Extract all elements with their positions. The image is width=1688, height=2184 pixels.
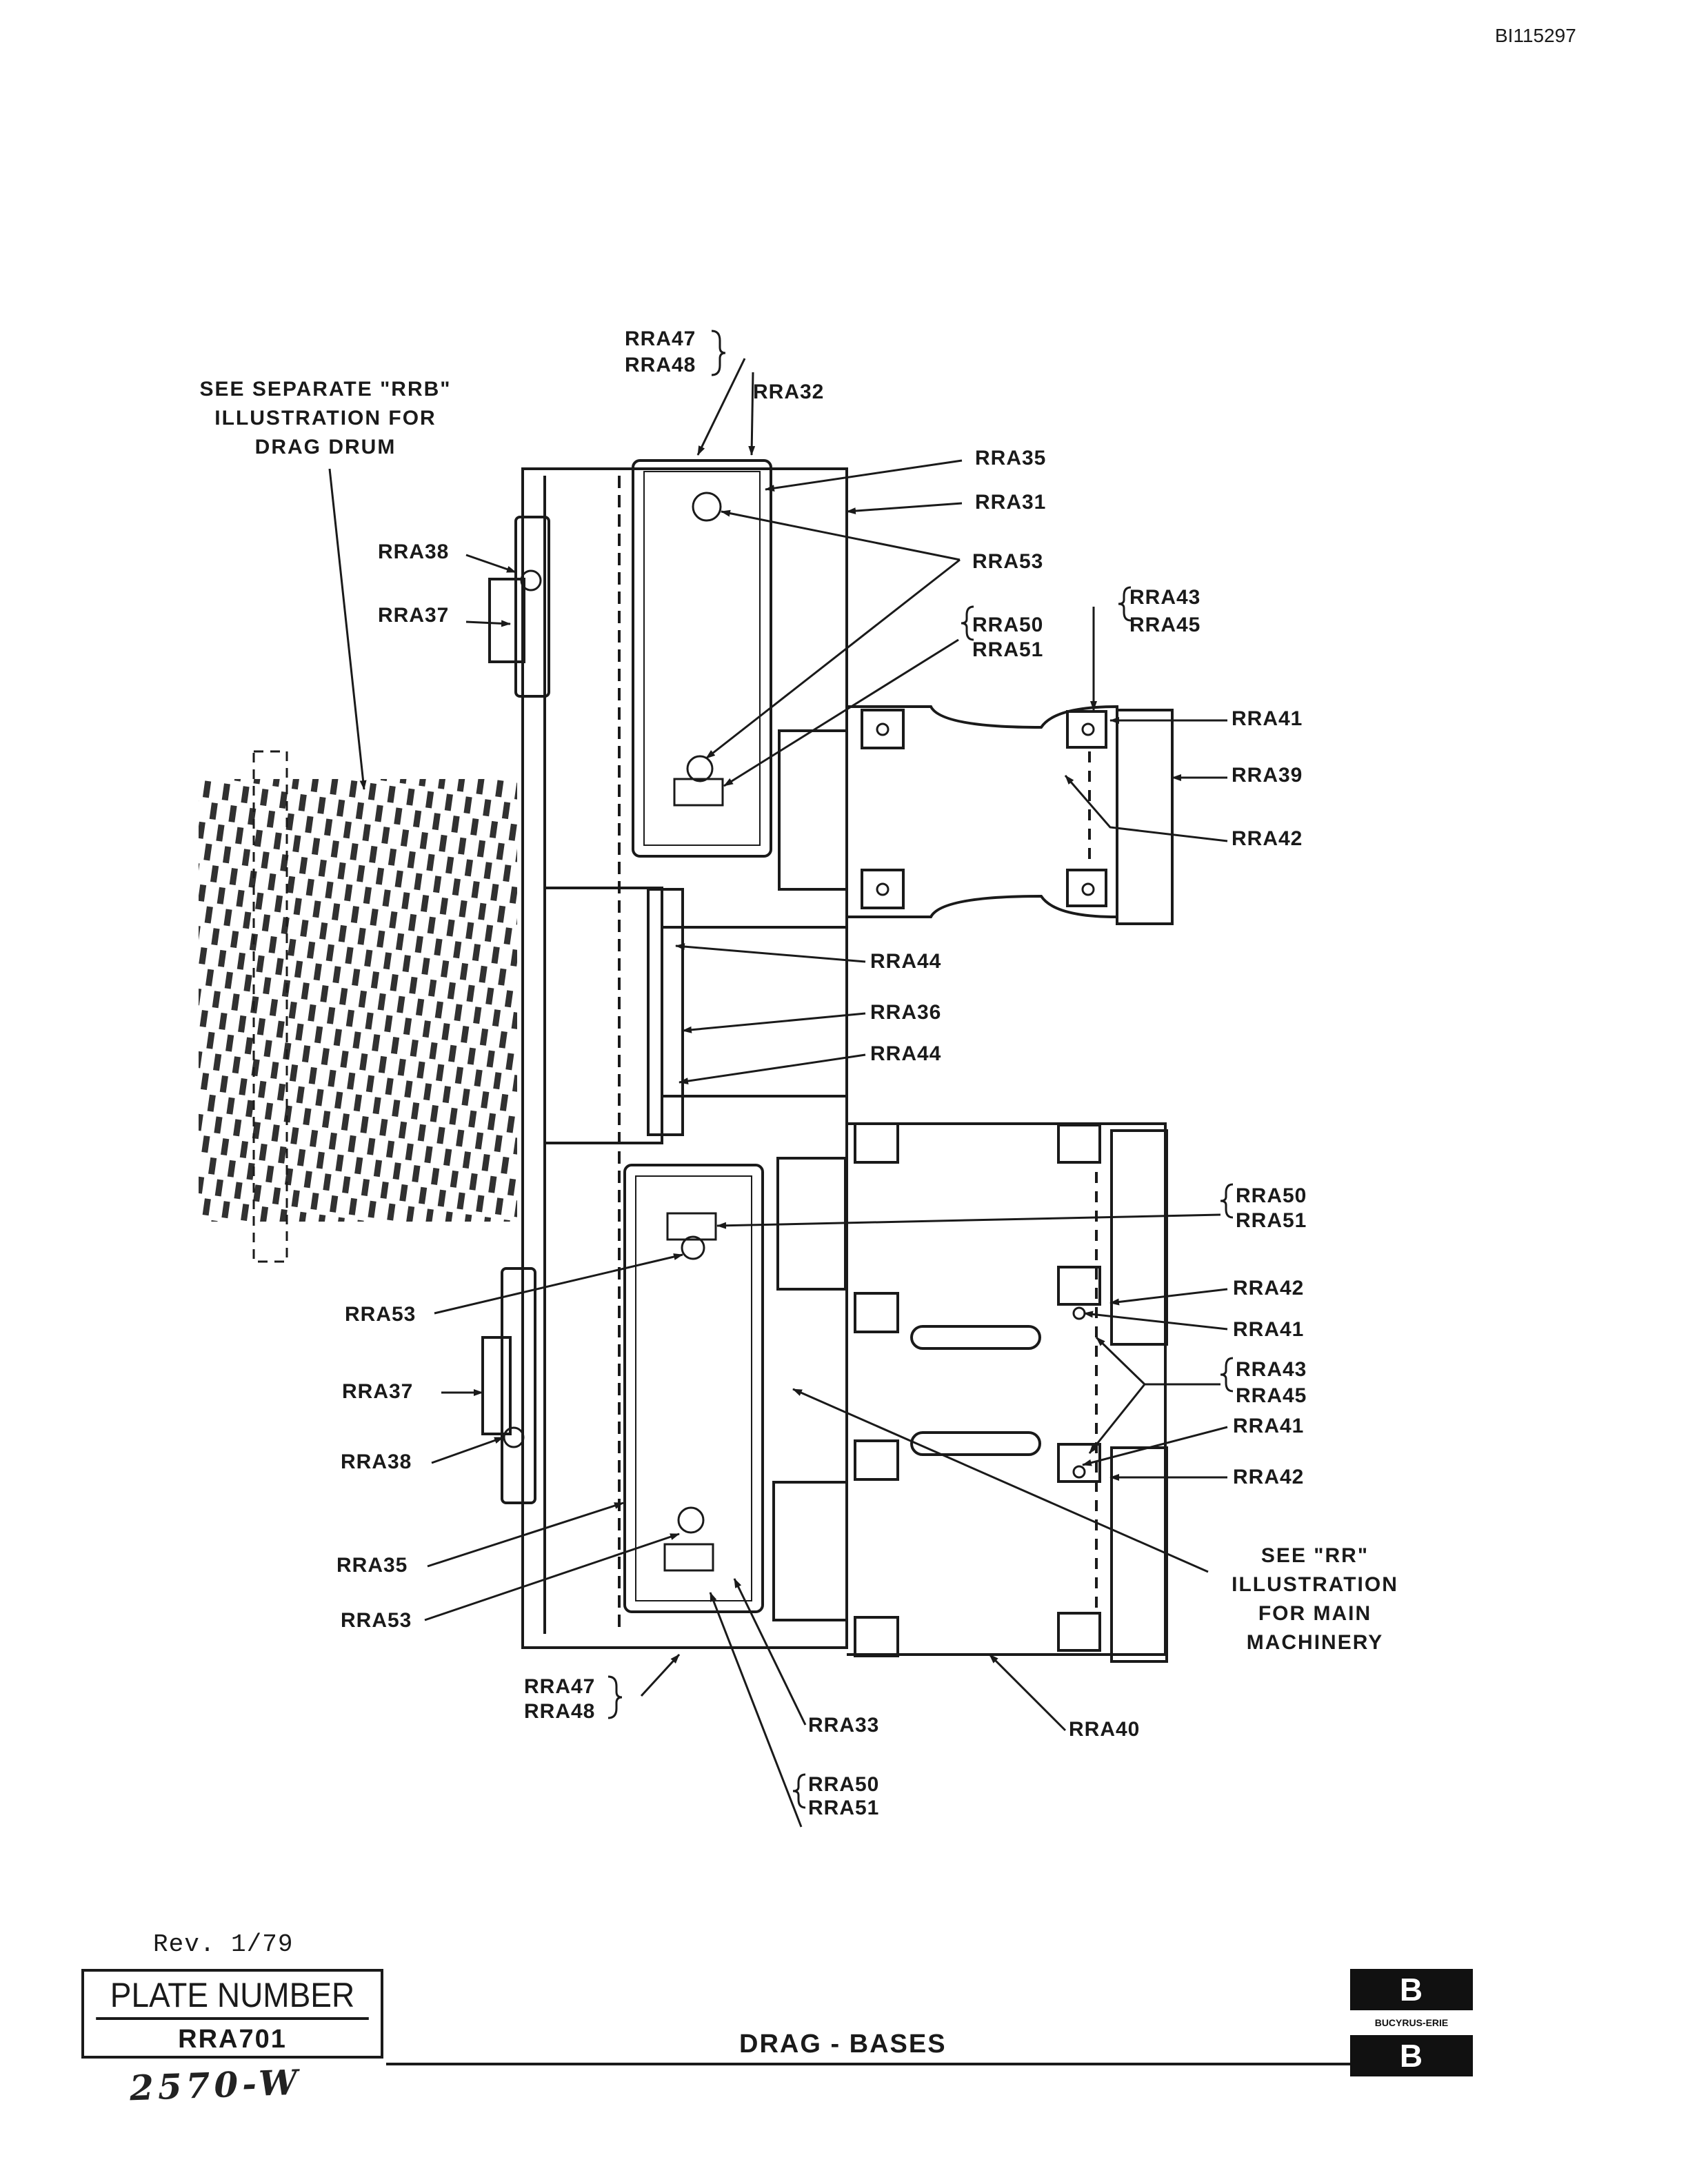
callout-rra51-top: RRA51 [972, 638, 1044, 661]
callout-rra48-top: RRA48 [625, 354, 696, 376]
callout-rra31: RRA31 [975, 491, 1047, 514]
callout-rra44-a: RRA44 [870, 950, 942, 973]
callout-rra38-low: RRA38 [341, 1450, 412, 1473]
revision-date: Rev. 1/79 [153, 1930, 294, 1959]
plate-number-label: PLATE NUMBER [96, 1972, 369, 2020]
logo-letter-bottom: B [1399, 2038, 1424, 2074]
logo-upper-block: B [1350, 1969, 1473, 2010]
logo-lower-block: B [1350, 2035, 1473, 2076]
callout-rra43-mid: RRA43 [1236, 1358, 1307, 1381]
drawing-title: DRAG - BASES [739, 2030, 947, 2059]
callout-rra47-bot: RRA47 [524, 1675, 596, 1698]
plate-number-value: RRA701 [178, 2025, 287, 2054]
logo-wordmark: BUCYRUS-ERIE [1374, 2017, 1449, 2028]
callout-rra43-top: RRA43 [1129, 586, 1201, 609]
drag-drum-hint [199, 779, 517, 1222]
callout-rra53-low: RRA53 [341, 1609, 412, 1632]
callout-rra37-top: RRA37 [378, 604, 450, 627]
callout-rra53-top: RRA53 [972, 550, 1044, 573]
callout-rra33: RRA33 [808, 1714, 880, 1737]
callout-rra35-low: RRA35 [336, 1554, 408, 1577]
callout-rra40: RRA40 [1069, 1718, 1141, 1741]
callout-rra51-bot: RRA51 [808, 1797, 880, 1819]
callout-rra42-low: RRA42 [1233, 1466, 1305, 1488]
callout-rra41-mid: RRA41 [1233, 1318, 1305, 1341]
rr-reference-note: SEE "RR" ILLUSTRATION FOR MAIN MACHINERY [1232, 1544, 1398, 1654]
callout-rra48-bot: RRA48 [524, 1700, 596, 1723]
callout-rra44-b: RRA44 [870, 1042, 942, 1065]
callout-rra53-mid: RRA53 [345, 1303, 416, 1326]
callout-rra38-top: RRA38 [378, 540, 450, 563]
rrb-reference-note: SEE SEPARATE "RRB" ILLUSTRATION FOR DRAG… [199, 378, 452, 458]
callout-rra50-bot: RRA50 [808, 1773, 880, 1796]
handwritten-note: 2570-W [129, 2061, 303, 2109]
callout-rra50-mid: RRA50 [1236, 1184, 1307, 1207]
callout-rra41-low: RRA41 [1233, 1415, 1305, 1437]
bolt-details [503, 492, 1095, 1572]
frame-outline [481, 459, 1174, 1663]
callout-rra39: RRA39 [1232, 764, 1303, 787]
callout-rra42-top: RRA42 [1232, 827, 1303, 850]
callout-rra47-top: RRA47 [625, 327, 696, 350]
callout-rra51-mid: RRA51 [1236, 1209, 1307, 1232]
document-id: BI115297 [1495, 25, 1576, 46]
logo-letter-top: B [1399, 1972, 1424, 2008]
callout-rra36: RRA36 [870, 1001, 942, 1024]
callout-rra45-mid: RRA45 [1236, 1384, 1307, 1407]
callout-rra35-top: RRA35 [975, 447, 1047, 469]
plate-number-box: PLATE NUMBER RRA701 [81, 1969, 383, 2059]
callout-rra37-low: RRA37 [342, 1380, 414, 1403]
callout-rra50-top: RRA50 [972, 614, 1044, 636]
callout-braces [607, 330, 1234, 1809]
callout-rra42-mid: RRA42 [1233, 1277, 1305, 1300]
callout-rra45-top: RRA45 [1129, 614, 1201, 636]
callout-rra32: RRA32 [753, 381, 825, 403]
leader-lines [328, 358, 1228, 1828]
callout-rra41-top: RRA41 [1232, 707, 1303, 730]
bucyrus-erie-logo: B BUCYRUS-ERIE B [1350, 1969, 1473, 2079]
footer-divider [386, 2063, 1354, 2065]
